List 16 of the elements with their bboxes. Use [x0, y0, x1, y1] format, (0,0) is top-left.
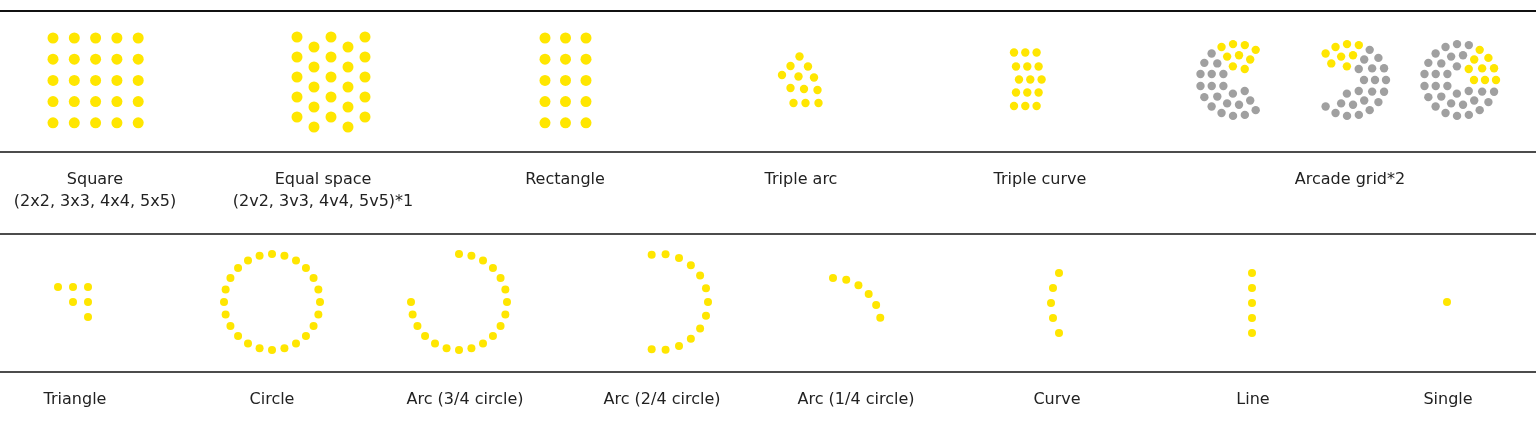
caption-text: Curve — [1033, 388, 1081, 408]
caption-text: Square — [66, 168, 124, 188]
caption-text: Triple curve — [993, 168, 1087, 188]
caption-text: (2v2, 3v3, 4v4, 5v5)*1 — [232, 190, 414, 210]
caption-text: Single — [1423, 388, 1473, 408]
caption-text: Arc (3/4 circle) — [406, 388, 524, 408]
caption-text: (2x2, 3x3, 4x4, 5x5) — [13, 190, 177, 210]
caption-text: Arc (2/4 circle) — [603, 388, 721, 408]
caption-text: Triangle — [43, 388, 107, 408]
caption-text: Line — [1236, 388, 1270, 408]
caption-text: Equal space — [274, 168, 372, 188]
caption-text: Rectangle — [525, 168, 605, 188]
caption-text: Triple arc — [764, 168, 838, 188]
caption-text: Arc (1/4 circle) — [797, 388, 915, 408]
caption-text: Arcade grid*2 — [1294, 168, 1406, 188]
caption-text: Circle — [249, 388, 295, 408]
